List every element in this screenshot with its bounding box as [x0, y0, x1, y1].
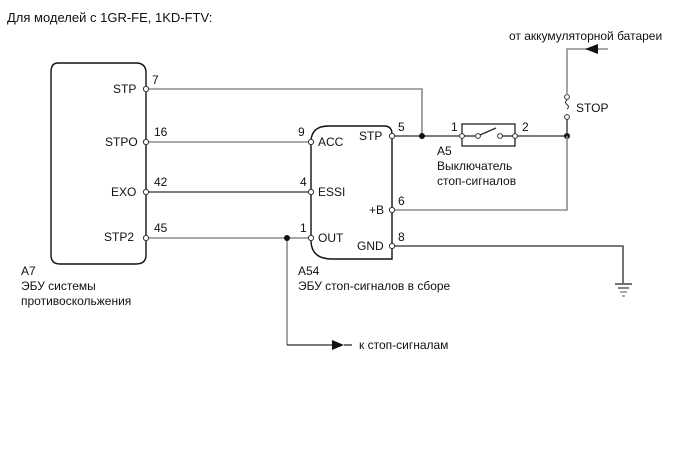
a54-pin-gnd-terminal — [388, 242, 396, 250]
a7-pin-stpo-label: STPO — [105, 135, 138, 149]
ground-icon — [615, 283, 632, 297]
a5-contact-left — [475, 133, 481, 139]
a5-pin2-number: 2 — [522, 120, 529, 134]
fuse-terminal-bottom — [564, 114, 570, 120]
a54-pin-gnd-label: GND — [357, 239, 384, 253]
a7-pin-stp: STP 7 — [113, 73, 159, 96]
a54-pin-gnd-number: 8 — [398, 230, 405, 244]
wire-a7-stp-to-junction — [149, 88, 423, 136]
fuse-label: STOP — [576, 101, 608, 115]
junction-dot-out — [284, 235, 290, 241]
a54-pin-acc-terminal — [307, 138, 315, 146]
a7-pin-stp2-terminal — [142, 234, 150, 242]
a54-pin-out-number: 1 — [300, 221, 307, 235]
a7-pin-stpo-terminal — [142, 138, 150, 146]
a5-code: A5 — [437, 144, 452, 158]
a54-pin-stp-label: STP — [359, 129, 382, 143]
a54-pin-b: +B 6 — [369, 194, 405, 217]
a54-pin-b-terminal — [388, 206, 396, 214]
diagram-title: Для моделей с 1GR-FE, 1KD-FTV: — [7, 10, 212, 25]
a7-name-line2: противоскольжения — [21, 294, 131, 308]
to-stop-lamps-label: к стоп-сигналам — [359, 338, 448, 352]
wire-battery-feed — [566, 48, 608, 95]
a54-pin-stp: STP 5 — [359, 120, 405, 143]
wire-fuse-to-b — [395, 136, 568, 211]
a54-pin-essi: 4 ESSI — [300, 175, 345, 199]
a5-contact-right — [497, 133, 503, 139]
fuse-terminal-top — [564, 94, 570, 100]
a5-pin1-terminal — [459, 133, 465, 139]
a54-pin-stp-number: 5 — [398, 120, 405, 134]
a54-pin-acc-label: ACC — [318, 135, 344, 149]
a7-pin-exo: EXO 42 — [111, 175, 168, 199]
a5-name-line2: стоп-сигналов — [437, 174, 516, 188]
a54-pin-essi-terminal — [307, 188, 315, 196]
a7-pin-exo-terminal — [142, 188, 150, 196]
a7-ecu-box — [50, 62, 147, 265]
a54-pin-essi-number: 4 — [300, 175, 307, 189]
a54-pin-b-label: +B — [369, 203, 384, 217]
a7-pin-exo-number: 42 — [154, 175, 168, 189]
a7-pin-stp-terminal — [142, 85, 150, 93]
from-battery-label: от аккумуляторной батареи — [509, 29, 662, 43]
a54-code: A54 — [298, 264, 320, 278]
a54-pin-gnd: GND 8 — [357, 230, 405, 253]
a5-pin2-terminal — [512, 133, 518, 139]
a7-name-line1: ЭБУ системы — [21, 279, 96, 293]
a7-code: A7 — [21, 264, 36, 278]
a54-pin-out: 1 OUT — [300, 221, 344, 245]
a7-pin-stp2: STP2 45 — [104, 221, 168, 244]
a7-pin-stp-label: STP — [113, 82, 136, 96]
a7-pin-stpo-number: 16 — [154, 125, 168, 139]
a7-pin-stp2-label: STP2 — [104, 230, 134, 244]
a5-name-line1: Выключатель — [437, 159, 512, 173]
a54-name: ЭБУ стоп-сигналов в сборе — [298, 279, 451, 293]
a7-pin-stpo: STPO 16 — [105, 125, 168, 149]
junction-dot-stp — [419, 133, 425, 139]
a7-pin-exo-label: EXO — [111, 185, 136, 199]
a5-switch-box — [461, 123, 516, 147]
fuse-icon — [565, 99, 569, 110]
a54-pin-stp-terminal — [388, 132, 396, 140]
a7-pin-stp-number: 7 — [152, 73, 159, 87]
a5-switch-blade — [479, 127, 497, 136]
a54-ecu-box — [310, 125, 393, 260]
arrow-from-battery-icon — [585, 44, 598, 54]
a7-pin-stp2-number: 45 — [154, 221, 168, 235]
a5-pin1-number: 1 — [451, 120, 458, 134]
a54-pin-b-number: 6 — [398, 194, 405, 208]
a54-pin-essi-label: ESSI — [318, 185, 345, 199]
a54-pin-out-terminal — [307, 234, 315, 242]
a54-pin-acc-number: 9 — [298, 125, 305, 139]
arrow-to-stop-lamps-icon — [332, 340, 344, 350]
a54-pin-out-label: OUT — [318, 231, 344, 245]
wire-gnd — [395, 245, 624, 283]
a54-pin-acc: 9 ACC — [298, 125, 344, 149]
